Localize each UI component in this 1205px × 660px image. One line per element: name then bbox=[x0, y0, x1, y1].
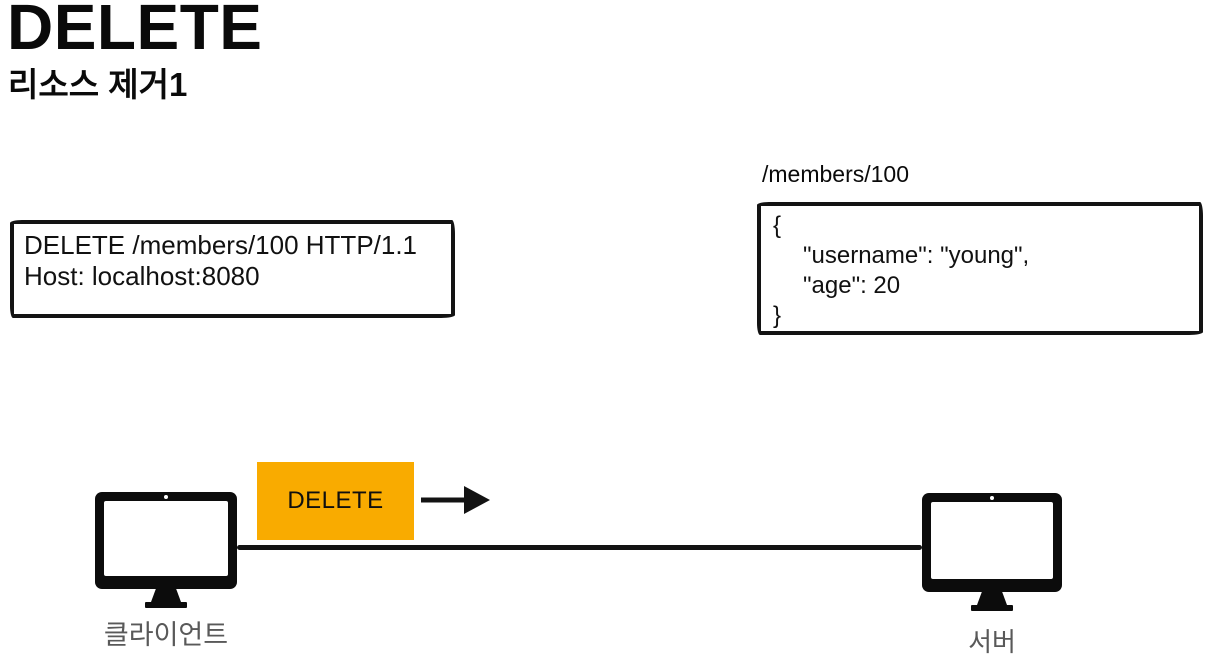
client-label: 클라이언트 bbox=[103, 620, 229, 650]
server-label: 서버 bbox=[968, 627, 1016, 657]
json-username-line: "username": "young", bbox=[803, 242, 1030, 269]
method-badge: DELETE bbox=[257, 462, 414, 540]
camera-dot-icon bbox=[164, 495, 168, 499]
resource-json-box: { "username": "young", "age": 20 } bbox=[757, 202, 1203, 335]
client-server-line bbox=[237, 545, 922, 550]
json-age-line: "age": 20 bbox=[803, 272, 901, 299]
http-request-box: DELETE /members/100 HTTP/1.1 Host: local… bbox=[10, 220, 455, 318]
request-line: DELETE /members/100 HTTP/1.1 bbox=[24, 230, 418, 260]
json-open-brace: { bbox=[773, 212, 782, 239]
resource-path-label: /members/100 bbox=[762, 161, 910, 187]
monitor-base bbox=[971, 605, 1013, 611]
server-monitor-icon bbox=[922, 493, 1062, 611]
monitor-stand bbox=[977, 592, 1007, 605]
monitor-screen bbox=[104, 501, 228, 576]
host-header-line: Host: localhost:8080 bbox=[24, 261, 260, 291]
json-close-brace: } bbox=[773, 302, 782, 329]
monitor-bezel bbox=[95, 492, 237, 589]
monitor-bezel bbox=[922, 493, 1062, 592]
monitor-base bbox=[145, 602, 187, 608]
camera-dot-icon bbox=[990, 496, 994, 500]
page-title: DELETE bbox=[7, 0, 263, 63]
monitor-screen bbox=[931, 502, 1053, 579]
right-arrow-icon bbox=[420, 484, 492, 516]
monitor-stand bbox=[151, 589, 181, 602]
client-monitor-icon bbox=[95, 492, 237, 608]
page-subtitle: 리소스 제거1 bbox=[8, 66, 188, 103]
